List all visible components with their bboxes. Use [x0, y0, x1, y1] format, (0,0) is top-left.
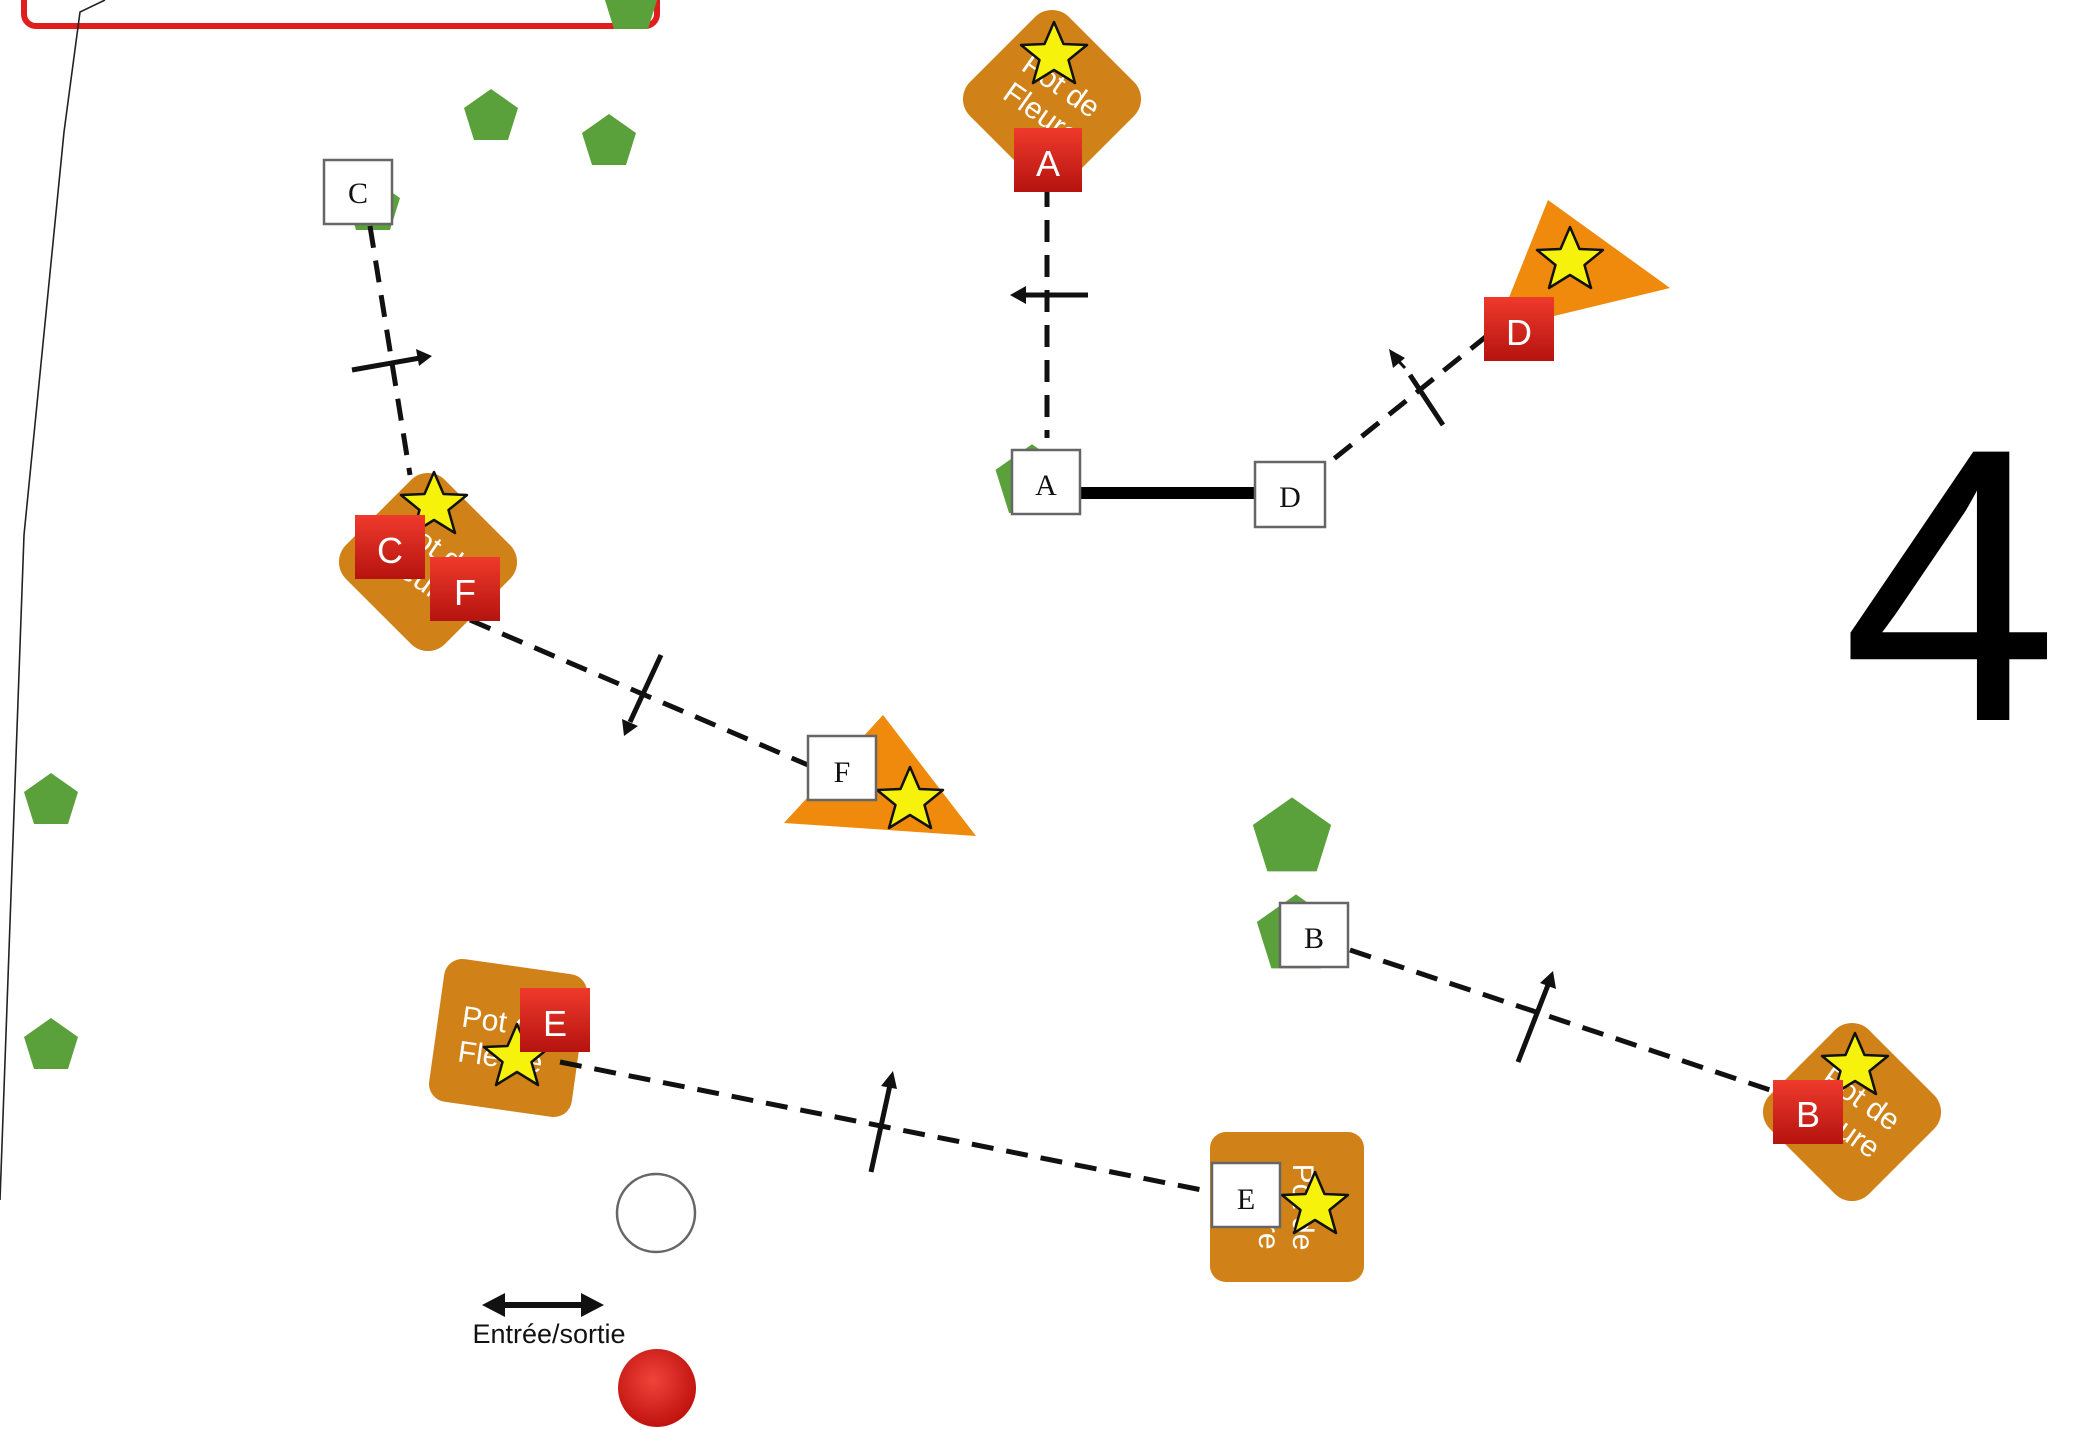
- triangle-obstacle: [784, 715, 976, 836]
- svg-text:D: D: [1279, 481, 1301, 514]
- grass-patch: [1252, 797, 1332, 872]
- start-marker-a: A: [1010, 448, 1082, 516]
- svg-text:E: E: [543, 1003, 567, 1044]
- path-c: [367, 225, 413, 476]
- start-marker-c: C: [322, 158, 394, 226]
- target-marker-a: A: [1014, 128, 1082, 192]
- top-left-frame: [21, 0, 660, 29]
- start-marker-b: B: [1278, 901, 1350, 969]
- arrow-e: [868, 1071, 897, 1173]
- svg-text:E: E: [1237, 1183, 1255, 1216]
- red-ball: [618, 1349, 696, 1427]
- arrow-d: [1389, 349, 1446, 427]
- svg-text:B: B: [1796, 1094, 1820, 1135]
- arrow-f: [622, 653, 664, 736]
- arrow-c: [351, 349, 432, 373]
- legend-entry-exit-label: Entrée/sortie: [472, 1319, 625, 1349]
- boundary-line: [0, 0, 106, 1201]
- target-marker-b: B: [1773, 1080, 1843, 1144]
- start-marker-d: D: [1253, 460, 1327, 529]
- svg-text:C: C: [377, 530, 403, 571]
- target-marker-d: D: [1484, 297, 1554, 361]
- entry-exit-circle: [615, 1172, 697, 1254]
- svg-text:A: A: [1035, 469, 1057, 502]
- movement-paths: [367, 185, 1786, 1195]
- svg-text:F: F: [834, 756, 851, 789]
- start-marker-e: E: [1210, 1161, 1282, 1229]
- field-boundary: [0, 0, 660, 1201]
- path-f: [469, 617, 809, 768]
- direction-arrows: [351, 286, 1556, 1173]
- svg-text:F: F: [454, 572, 476, 613]
- grass-patch: [582, 114, 636, 165]
- svg-text:B: B: [1304, 922, 1324, 955]
- svg-text:C: C: [348, 177, 368, 210]
- stars: [399, 20, 1890, 1235]
- svg-text:D: D: [1506, 312, 1532, 353]
- start-marker-f: F: [806, 734, 878, 802]
- drill-number: 4: [1842, 367, 2059, 803]
- target-marker-f: F: [430, 557, 500, 621]
- target-marker-c: C: [355, 515, 425, 579]
- grass-patch: [24, 1018, 78, 1069]
- path-d: [1328, 333, 1490, 464]
- grass-patch: [464, 89, 518, 140]
- start-markers: C A D F B E: [322, 158, 1350, 1229]
- path-e: [559, 1059, 1213, 1195]
- grass-patches: [24, 0, 1336, 1069]
- target-markers: A D C F E B: [355, 128, 1843, 1144]
- obstacle-triangles: [784, 200, 1670, 836]
- target-marker-e: E: [520, 988, 590, 1052]
- arrow-b: [1515, 971, 1556, 1063]
- grass-patch: [24, 773, 78, 824]
- arrow-a: [1010, 286, 1088, 304]
- svg-text:A: A: [1036, 143, 1060, 184]
- legend-double-arrow-icon: [482, 1293, 604, 1317]
- path-b: [1349, 947, 1786, 1098]
